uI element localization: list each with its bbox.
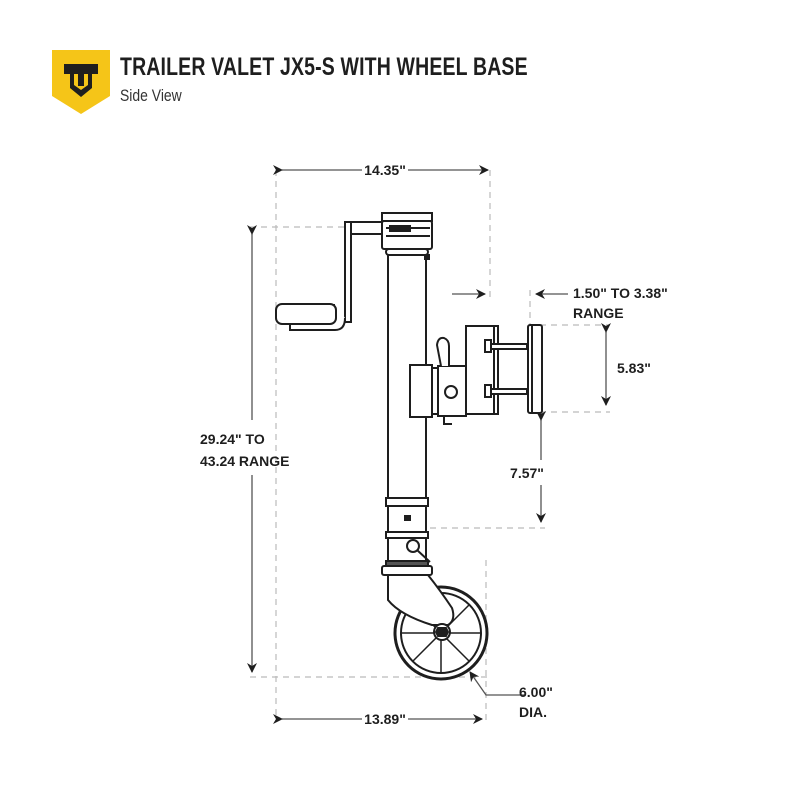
dim-width-top: 14.35" bbox=[364, 162, 406, 178]
dim-mount-range-2: RANGE bbox=[573, 305, 624, 321]
dim-wheel-diameter-2: DIA. bbox=[519, 704, 547, 720]
dim-mount-range-1: 1.50" TO 3.38" bbox=[573, 285, 668, 301]
dim-height-range-2: 43.24 RANGE bbox=[200, 453, 289, 469]
dim-bracket-to-foot: 7.57" bbox=[510, 465, 544, 481]
dimension-labels: 14.35" 13.89" 29.24" TO 43.24 RANGE 1.50… bbox=[200, 162, 668, 727]
dim-wheel-diameter-1: 6.00" bbox=[519, 684, 553, 700]
page-title: TRAILER VALET JX5-S WITH WHEEL BASE bbox=[120, 53, 528, 81]
trailer-valet-logo-icon bbox=[52, 50, 110, 114]
jack-body bbox=[275, 212, 543, 681]
dim-height-range-1: 29.24" TO bbox=[200, 431, 265, 447]
page-subtitle: Side View bbox=[120, 86, 182, 105]
dimension-lines bbox=[247, 165, 611, 724]
dim-bracket-height: 5.83" bbox=[617, 360, 651, 376]
dim-width-bottom: 13.89" bbox=[364, 711, 406, 727]
